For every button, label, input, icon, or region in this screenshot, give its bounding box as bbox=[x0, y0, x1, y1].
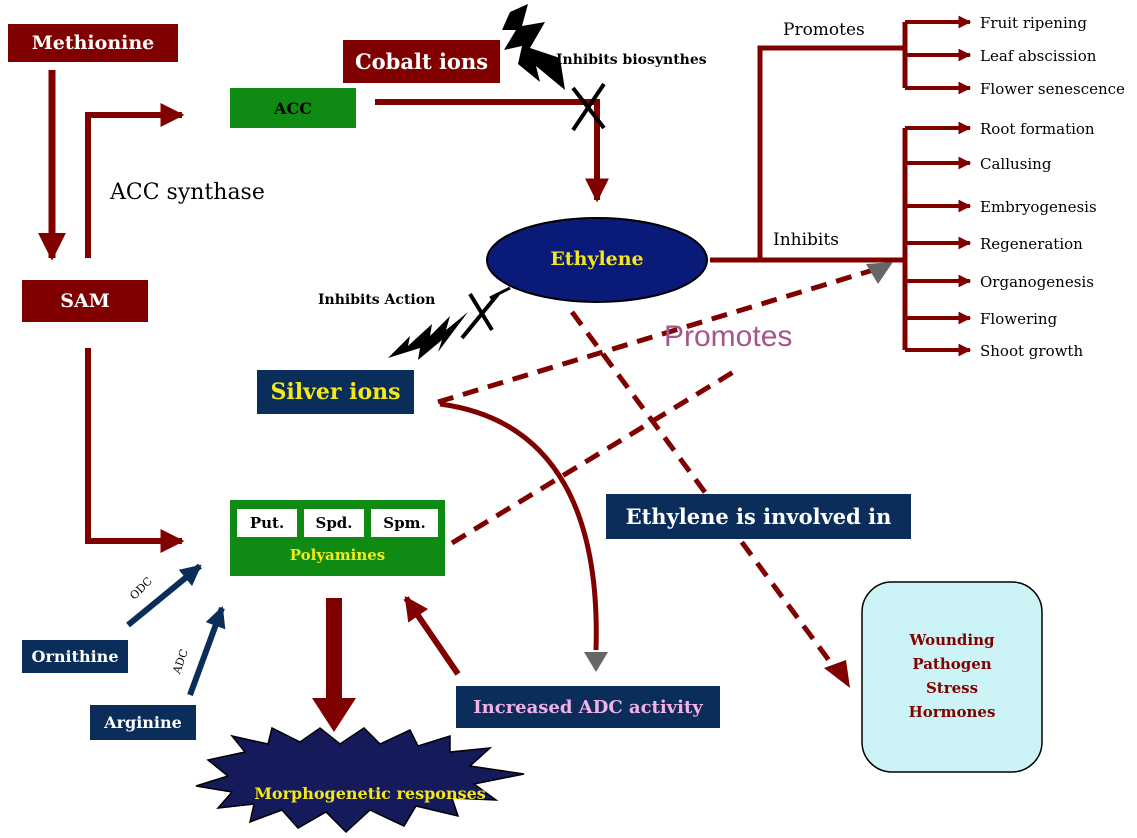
morphogenetic-label: Morphogenetic responses bbox=[254, 784, 486, 803]
dashed-polyamines-to-effects bbox=[450, 365, 742, 546]
polyamines-node: Put. Spd. Spm. Polyamines bbox=[230, 500, 445, 576]
methionine-node: Methionine bbox=[8, 24, 178, 62]
effect-shoot-growth: Shoot growth bbox=[980, 342, 1084, 360]
inhibits-label: Inhibits bbox=[773, 230, 839, 250]
stress-hormones: Hormones bbox=[908, 703, 996, 721]
arrow-arginine-polyamines bbox=[187, 606, 226, 697]
effect-leaf-abscission: Leaf abscission bbox=[980, 47, 1097, 65]
silver-ions-node: Silver ions bbox=[257, 370, 414, 414]
effect-flowering: Flowering bbox=[980, 310, 1058, 328]
effect-regeneration: Regeneration bbox=[980, 235, 1083, 253]
dashed-ethylene-to-stress bbox=[569, 310, 845, 680]
lightning-bolt-icon bbox=[502, 4, 565, 90]
effect-flower-senescence: Flower senescence bbox=[980, 80, 1125, 98]
effect-root-formation: Root formation bbox=[980, 120, 1095, 138]
acc-node: ACC bbox=[230, 88, 356, 128]
block-mark-action bbox=[460, 292, 500, 340]
stress-pathogen: Pathogen bbox=[912, 655, 992, 673]
curve-silver-to-adc bbox=[439, 401, 599, 651]
inhibits-action-label: Inhibits Action bbox=[318, 292, 436, 308]
stress-factors-box bbox=[861, 581, 1043, 773]
inhibits-biosynthesis-label: Inhibits biosynthes bbox=[556, 52, 707, 68]
promotes-top-label: Promotes bbox=[783, 20, 865, 40]
arginine-node: Arginine bbox=[90, 705, 196, 740]
grey-arrowhead bbox=[866, 262, 893, 284]
effect-embryogenesis: Embryogenesis bbox=[980, 198, 1097, 216]
ethylene-label: Ethylene bbox=[550, 248, 644, 270]
ornithine-node: Ornithine bbox=[22, 640, 128, 673]
stress-factors-list: Wounding Pathogen Stress Hormones bbox=[862, 628, 1042, 724]
arrow-acc-ethylene bbox=[375, 99, 609, 203]
increased-adc-node: Increased ADC activity bbox=[456, 686, 720, 728]
arrow-sam-polyamines bbox=[85, 348, 185, 553]
morphogenetic-burst bbox=[195, 726, 525, 834]
polyamine-spd: Spd. bbox=[304, 509, 364, 537]
ethylene-node bbox=[486, 217, 708, 303]
acc-synthase-label: ACC synthase bbox=[110, 180, 265, 205]
cobalt-ions-node: Cobalt ions bbox=[343, 40, 500, 83]
effect-callusing: Callusing bbox=[980, 155, 1052, 173]
arrow-adc-to-polyamines bbox=[403, 596, 461, 676]
stress-stress: Stress bbox=[925, 679, 979, 697]
effect-organogenesis: Organogenesis bbox=[980, 273, 1094, 291]
arrow-sam-acc bbox=[85, 103, 185, 258]
effect-fruit-ripening: Fruit ripening bbox=[980, 14, 1087, 32]
branch-promotes bbox=[710, 45, 905, 263]
arrow-ornithine-polyamines bbox=[126, 563, 202, 628]
sam-node: SAM bbox=[22, 280, 148, 322]
lightning-bolt-action-icon bbox=[388, 312, 468, 360]
block-mark-biosynthesis bbox=[571, 82, 606, 132]
polyamine-put: Put. bbox=[237, 509, 297, 537]
stress-wounding: Wounding bbox=[909, 631, 995, 649]
polyamine-spm: Spm. bbox=[371, 509, 438, 537]
ethylene-involved-node: Ethylene is involved in bbox=[606, 494, 911, 539]
promotes-big-label: Promotes bbox=[664, 320, 793, 353]
polyamines-title: Polyamines bbox=[289, 546, 386, 564]
